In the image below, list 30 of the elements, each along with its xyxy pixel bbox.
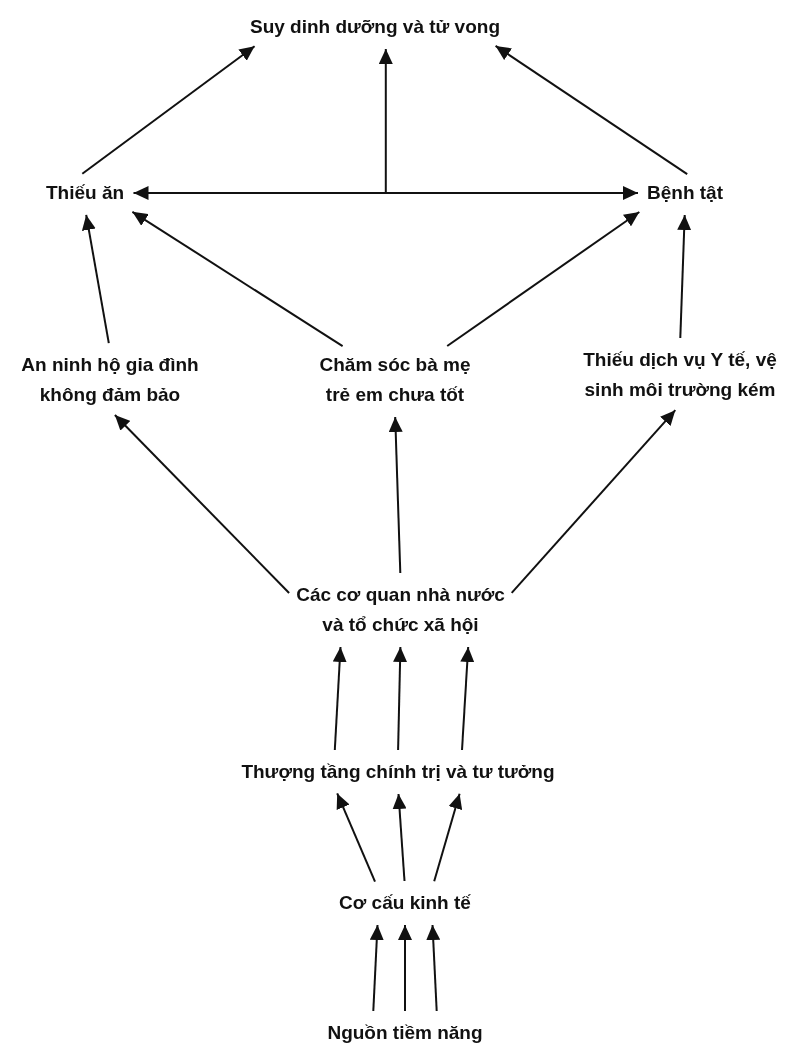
arrow — [81, 213, 110, 345]
double-arrow — [132, 186, 639, 200]
arrow — [369, 924, 384, 1012]
arrow — [446, 211, 641, 347]
node-label: Bệnh tật — [645, 178, 725, 208]
arrow — [336, 792, 376, 883]
arrow — [460, 646, 475, 751]
arrow — [378, 48, 393, 194]
arrow — [113, 414, 291, 594]
arrow — [677, 214, 692, 339]
arrow — [393, 646, 408, 751]
arrow — [131, 210, 344, 348]
node-label: An ninh hộ gia đình không đảm bảo — [19, 350, 201, 410]
arrow — [494, 44, 689, 176]
node-label: Suy dinh dưỡng và tử vong — [247, 12, 503, 42]
node-label: Nguồn tiềm năng — [325, 1018, 485, 1048]
arrow — [392, 793, 407, 882]
arrow — [426, 924, 441, 1012]
arrow — [388, 416, 403, 574]
node-label: Cơ cấu kinh tế — [337, 888, 473, 918]
arrow — [398, 924, 412, 1012]
arrow — [510, 409, 677, 594]
arrow — [433, 792, 463, 883]
arrow — [332, 646, 347, 751]
node-label: Thiếu ăn — [43, 178, 127, 208]
node-label: Thượng tầng chính trị và tư tưởng — [239, 757, 557, 787]
node-label: Chăm sóc bà mẹ trẻ em chưa tốt — [317, 350, 473, 410]
arrow — [81, 45, 256, 175]
node-label: Thiếu dịch vụ Y tế, vệ sinh môi trường kém — [581, 345, 779, 405]
node-label: Các cơ quan nhà nước và tổ chức xã hội — [294, 580, 507, 640]
